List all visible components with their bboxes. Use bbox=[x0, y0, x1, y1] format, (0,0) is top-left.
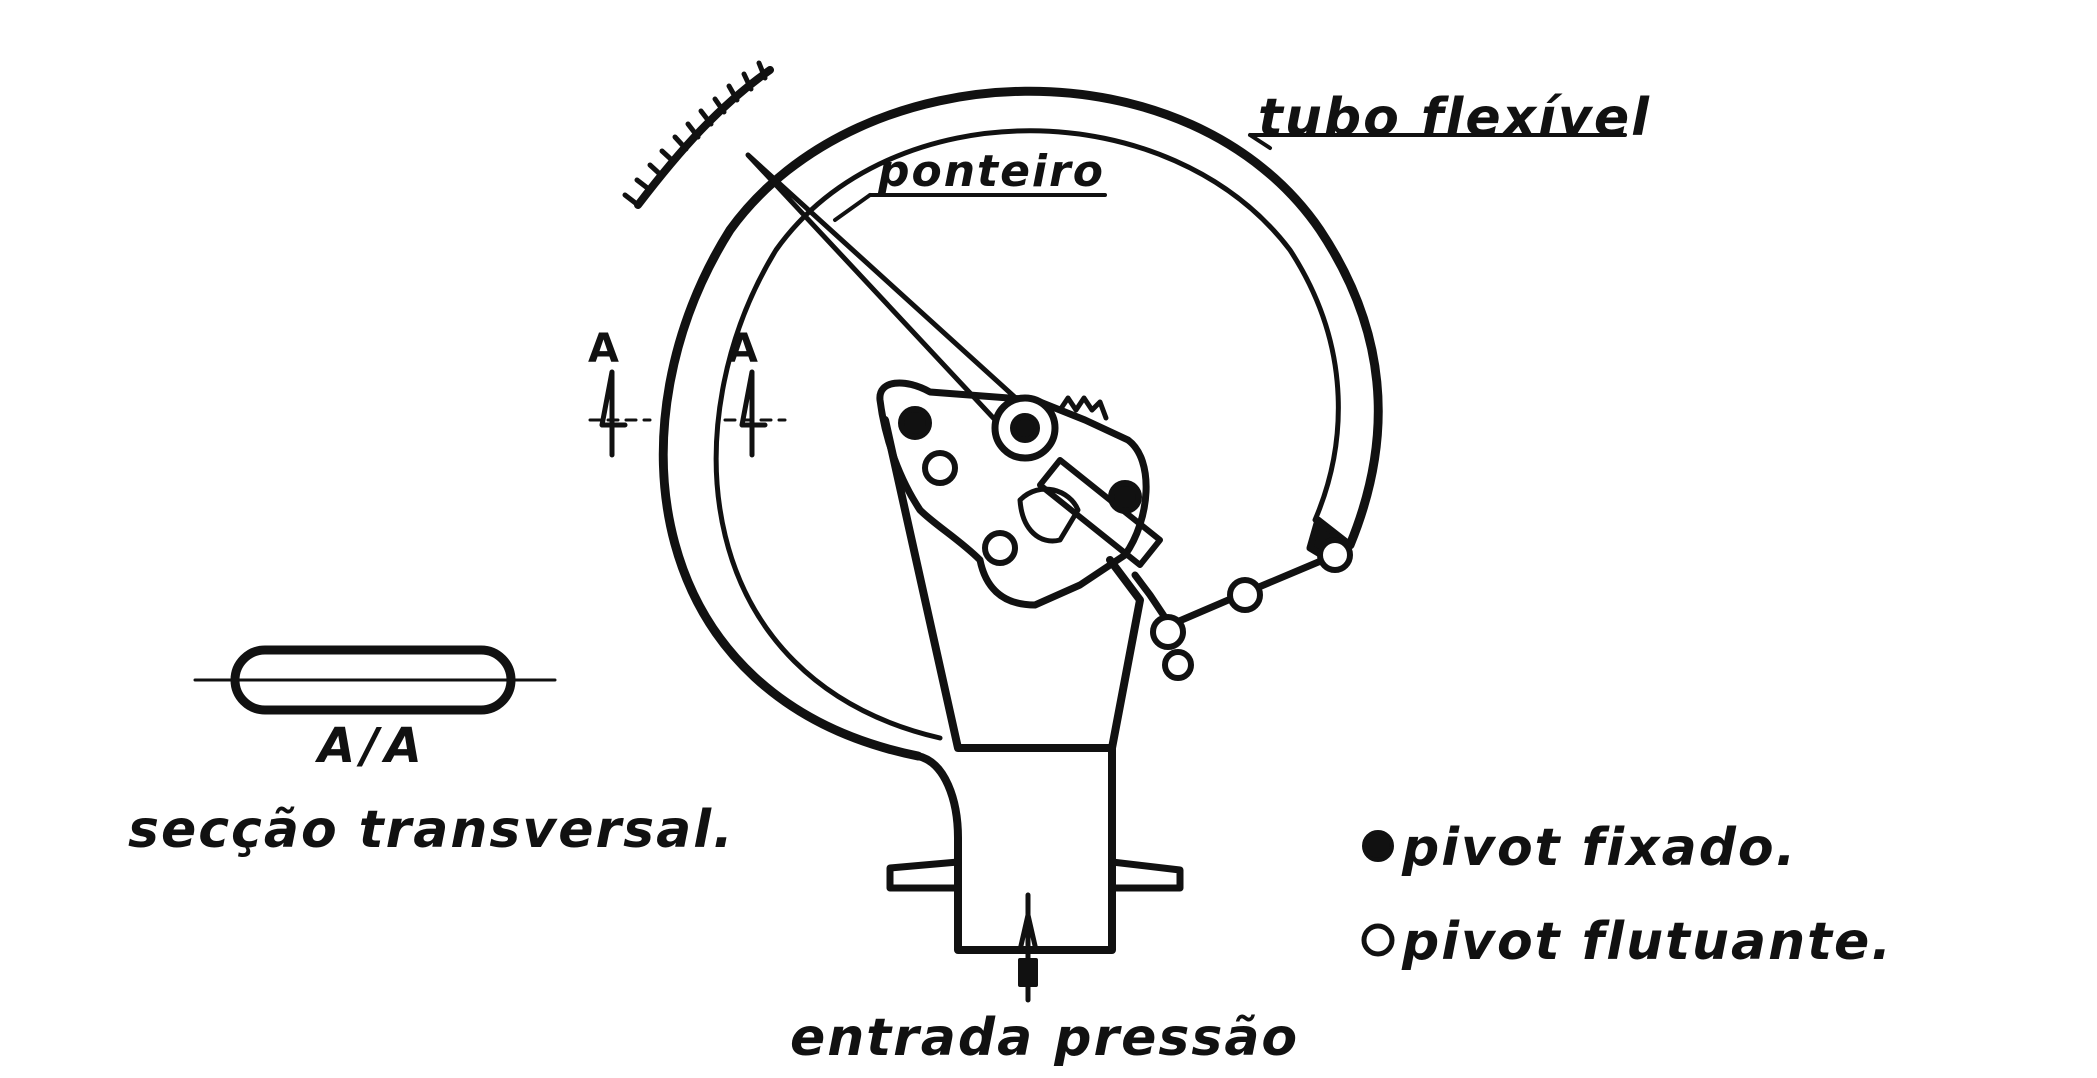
floating-pivot bbox=[922, 450, 958, 486]
section-mark-right bbox=[739, 369, 768, 458]
fixed-pivot bbox=[1010, 413, 1040, 443]
scale-arc bbox=[634, 66, 774, 209]
cross-section-outer bbox=[230, 645, 516, 715]
socket-stem bbox=[914, 744, 1116, 954]
legend-pivot-flutuante: pivot flutuante. bbox=[1402, 912, 1893, 972]
leader-ponteiro bbox=[833, 193, 1107, 222]
scale-ticks bbox=[622, 60, 768, 208]
label-section-a-right: A bbox=[727, 326, 760, 372]
bourdon-tube-inner bbox=[713, 128, 1341, 741]
inlet-nut bbox=[1018, 958, 1038, 987]
floating-pivots bbox=[922, 450, 1353, 681]
floating-pivot bbox=[1162, 649, 1194, 681]
movement-slot bbox=[1017, 486, 1081, 544]
label-entrada-pressao: entrada pressão bbox=[790, 1008, 1300, 1068]
legend-fixed-icon bbox=[1362, 830, 1394, 862]
fixed-pivot bbox=[898, 406, 932, 440]
movement-plate bbox=[876, 379, 1150, 609]
sector-gear bbox=[1057, 395, 1109, 421]
fixed-pivots bbox=[898, 406, 1142, 514]
socket-flange bbox=[886, 858, 1184, 892]
fixed-pivot bbox=[1108, 480, 1142, 514]
bourdon-tube-outer bbox=[658, 86, 1383, 761]
label-section-aa: A/A bbox=[318, 718, 428, 774]
section-mark-left bbox=[599, 369, 628, 458]
legend-pivot-fixado: pivot fixado. bbox=[1402, 818, 1798, 878]
label-seccao-transversal: secção transversal. bbox=[128, 800, 735, 860]
label-section-a-left: A bbox=[588, 326, 621, 372]
legend-floating-icon bbox=[1361, 923, 1395, 957]
floating-pivot bbox=[982, 530, 1018, 566]
label-tubo-flexivel: tubo flexível bbox=[1258, 88, 1651, 148]
floating-pivot bbox=[1317, 537, 1353, 573]
leader-tubo bbox=[1248, 133, 1627, 150]
label-ponteiro: ponteiro bbox=[878, 146, 1105, 197]
floating-pivot bbox=[1227, 577, 1263, 613]
inlet-arrow bbox=[1017, 912, 1039, 953]
floating-pivot bbox=[1150, 614, 1186, 650]
